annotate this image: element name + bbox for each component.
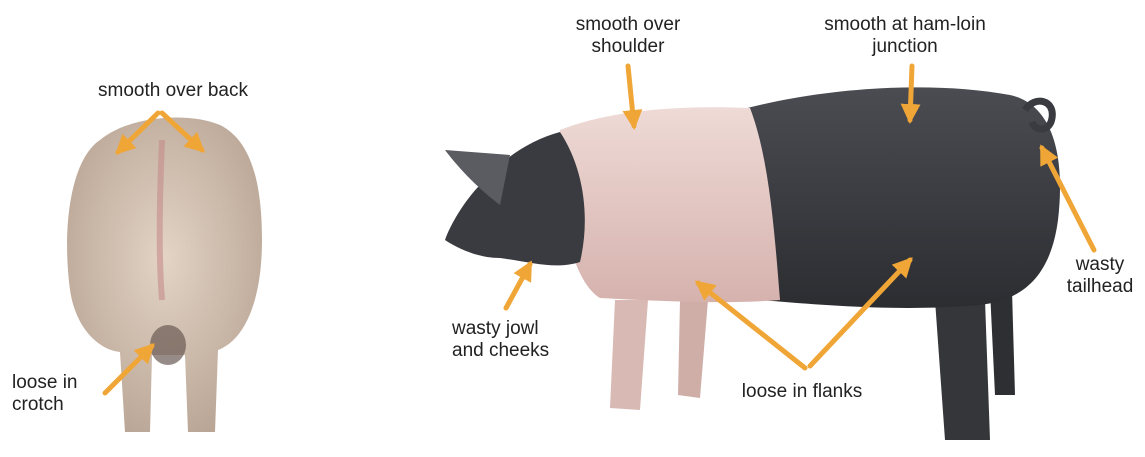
label-smooth-over-back: smooth over back: [68, 80, 278, 102]
arrow-jowl: [506, 264, 530, 308]
label-loose-in-flanks: loose in flanks: [712, 381, 892, 403]
rear-view-pig: [67, 117, 262, 432]
label-wasty-tailhead: wasty tailhead: [1058, 254, 1142, 298]
label-wasty-jowl-and-cheeks: wasty jowl and cheeks: [452, 318, 549, 362]
label-smooth-at-ham-loin-junction: smooth at ham-loin junction: [790, 14, 1020, 58]
label-loose-in-crotch: loose in crotch: [12, 372, 78, 416]
arrow-ham-loin: [910, 66, 912, 120]
label-smooth-over-shoulder: smooth over shoulder: [528, 14, 728, 58]
